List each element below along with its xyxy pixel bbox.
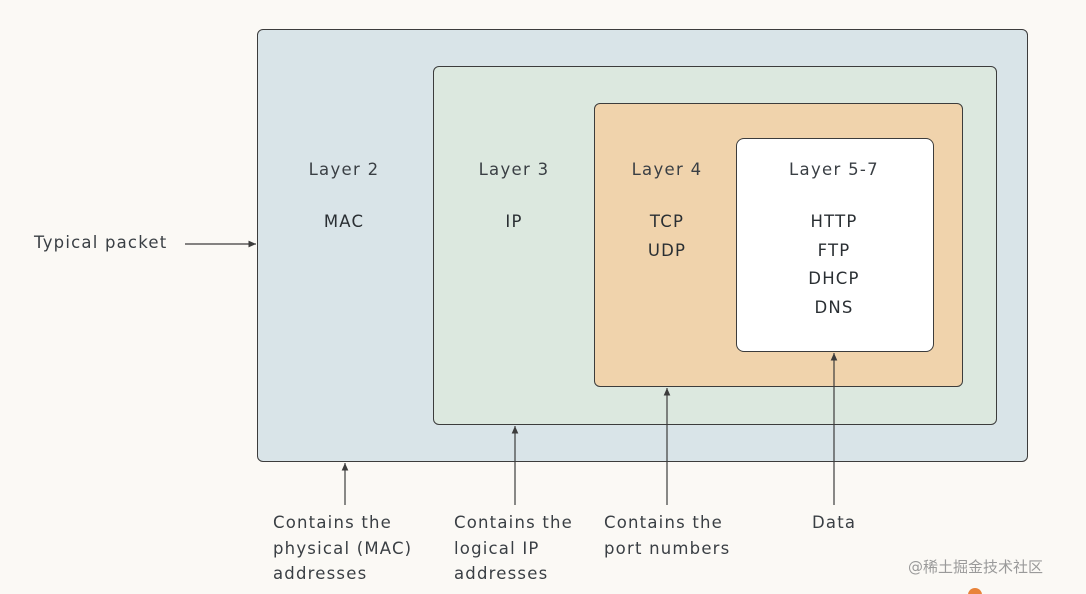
data-caption: Data — [812, 510, 856, 536]
protocol-dns: DNS — [814, 297, 854, 317]
layer-3-protocols: IP — [434, 208, 594, 237]
data-caption-line: Data — [812, 513, 857, 532]
layer-4-caption: Contains the port numbers — [604, 510, 730, 561]
layer-5-7-protocols: HTTP FTP DHCP DNS — [754, 208, 914, 322]
layer-3-caption-line: logical IP — [454, 538, 540, 558]
layer-2-caption: Contains the physical (MAC) addresses — [273, 510, 412, 587]
layer-2-caption-line: addresses — [273, 564, 368, 583]
protocol-udp: UDP — [647, 240, 687, 260]
layer-4-protocols: TCP UDP — [587, 208, 747, 265]
layer-4-title: Layer 4 — [631, 160, 703, 179]
layer-4-caption-line: port numbers — [604, 538, 731, 558]
layer-4-caption-line: Contains the — [604, 513, 724, 532]
watermark: @稀土掘金技术社区 — [908, 558, 1044, 576]
protocol-ftp: FTP — [817, 240, 851, 260]
protocol-mac: MAC — [323, 212, 365, 231]
layer-5-7-box — [736, 138, 934, 352]
typical-packet-label: Typical packet — [34, 233, 168, 252]
layer-2-title: Layer 2 — [308, 160, 380, 179]
protocol-ip: IP — [505, 212, 523, 231]
layer-2-protocols: MAC — [264, 208, 424, 237]
layer-3-title: Layer 3 — [478, 160, 550, 179]
layer-2-caption-line: Contains the — [273, 513, 393, 532]
layer-5-7-title: Layer 5-7 — [789, 160, 879, 179]
layer-3-caption-line: Contains the — [454, 513, 574, 532]
layer-3-caption-line: addresses — [454, 564, 549, 583]
corner-badge-icon — [968, 588, 982, 594]
protocol-http: HTTP — [810, 212, 858, 231]
protocol-tcp: TCP — [649, 212, 685, 231]
protocol-dhcp: DHCP — [808, 269, 860, 288]
layer-2-caption-line: physical (MAC) — [273, 538, 413, 558]
layer-3-caption: Contains the logical IP addresses — [454, 510, 573, 587]
